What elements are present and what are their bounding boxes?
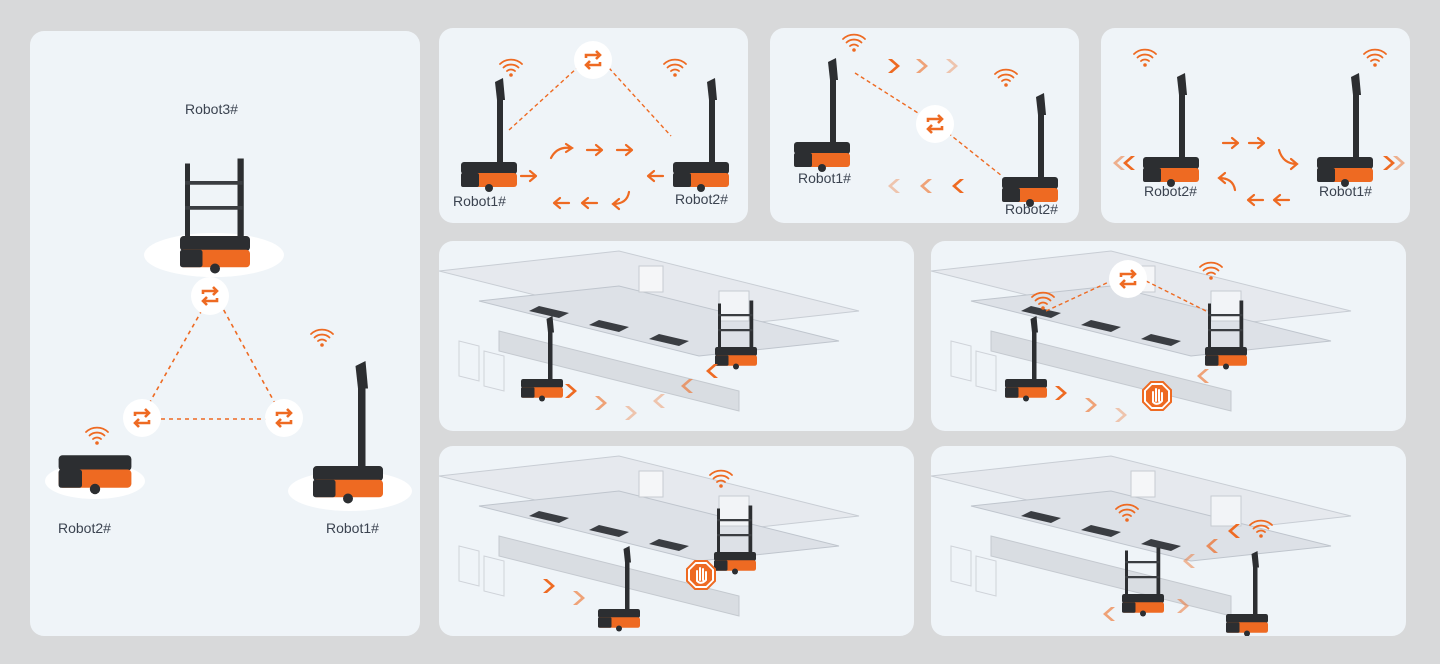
main-panel: Robot3# Robot2# Robot1# (30, 31, 420, 636)
robot2-label: Robot2# (58, 520, 111, 536)
robot2-robot (1143, 73, 1199, 187)
robot1-robot (1317, 73, 1373, 187)
factory-scene-d (931, 446, 1406, 636)
factory-scene-b (931, 241, 1406, 431)
wifi-icon (85, 426, 109, 446)
robot1-label: Robot1# (453, 193, 506, 209)
swap-icon (572, 39, 614, 81)
robot2-label: Robot2# (1144, 183, 1197, 199)
robot3-shelf-robot (180, 159, 250, 274)
scenario-1-diagram (439, 39, 748, 211)
factory-scene-c (439, 446, 914, 636)
wifi-icon (310, 328, 334, 348)
main-diagram (45, 31, 412, 511)
robot-tower (1226, 551, 1268, 636)
scenario-2-panel: Robot1# Robot2# (770, 28, 1079, 223)
factory-scene-b-illustration (931, 250, 1352, 422)
robot1-label: Robot1# (1319, 183, 1372, 199)
scenario-2-diagram (770, 33, 1079, 223)
swap-icon (189, 275, 231, 317)
robot2-robot (673, 78, 729, 192)
swap-icon (1107, 258, 1149, 300)
robot2-label: Robot2# (1005, 201, 1058, 217)
wifi-icon (842, 33, 866, 53)
robot1-robot (461, 78, 517, 192)
wifi-icon (499, 58, 523, 78)
factory-scene-a (439, 241, 914, 431)
wifi-icon (994, 68, 1018, 88)
scenario-1-panel: Robot1# Robot2# (439, 28, 748, 223)
stop-hand-icon (686, 560, 716, 590)
wifi-icon (1363, 48, 1387, 68)
robot1-label: Robot1# (798, 170, 851, 186)
swap-icon (914, 103, 956, 145)
factory-scene-d-illustration (931, 455, 1352, 636)
factory-scene-c-illustration (439, 455, 860, 636)
scenario-3-diagram (1113, 48, 1405, 207)
swap-icon (263, 397, 305, 439)
wifi-icon (663, 58, 687, 78)
scenario-3-panel: Robot2# Robot1# (1101, 28, 1410, 223)
robot3-label: Robot3# (185, 101, 238, 117)
swap-icon (121, 397, 163, 439)
robot2-robot (1002, 93, 1058, 207)
factory-scene-a-illustration (439, 250, 860, 420)
robot1-tower-robot (313, 361, 383, 504)
wifi-icon (1133, 48, 1157, 68)
robot1-label: Robot1# (326, 520, 379, 536)
robot2-label: Robot2# (675, 191, 728, 207)
robot1-robot (794, 58, 850, 172)
stop-hand-icon (1142, 381, 1172, 411)
